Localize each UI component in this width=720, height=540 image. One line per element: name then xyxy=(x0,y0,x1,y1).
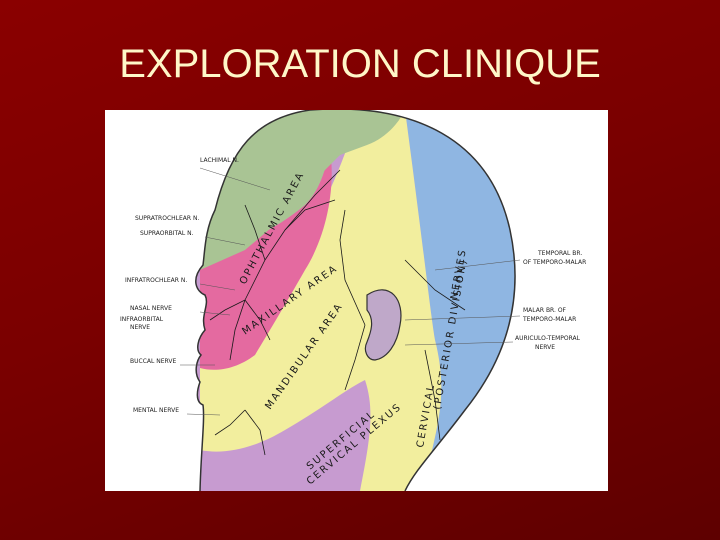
label-infraorbital: INFRAORBITAL xyxy=(120,316,164,323)
label-auriculo-temporal: AURICULO-TEMPORAL xyxy=(515,335,581,342)
label-lacrimal: LACHIMAL N. xyxy=(200,157,239,164)
head-sensory-innervation-figure: OPHTHALMIC AREA MAXILLARY AREA MANDIBULA… xyxy=(105,110,608,491)
label-malar-br: MALAR BR. OF xyxy=(523,307,567,314)
right-labels: TEMPORAL BR. OF TEMPORO-MALAR MALAR BR. … xyxy=(515,250,586,351)
label-malar-br-2: TEMPORO-MALAR xyxy=(522,316,576,323)
label-auriculo-temporal-nerve: NERVE xyxy=(535,344,555,351)
label-nasal: NASAL NERVE xyxy=(130,305,172,312)
label-mental: MENTAL NERVE xyxy=(133,407,179,414)
label-temporal-br: TEMPORAL BR. xyxy=(537,250,582,257)
label-temporal-br-2: OF TEMPORO-MALAR xyxy=(523,259,586,266)
label-supraorbital: SUPRAORBITAL N. xyxy=(140,230,194,237)
label-supratrochlear: SUPRATROCHLEAR N. xyxy=(135,215,199,222)
head-diagram: OPHTHALMIC AREA MAXILLARY AREA MANDIBULA… xyxy=(105,110,608,491)
label-infraorbital-nerve: NERVE xyxy=(130,324,150,331)
label-infratrochlear: INFRATROCHLEAR N. xyxy=(125,277,187,284)
label-buccal: BUCCAL NERVE xyxy=(130,358,176,365)
slide-title: EXPLORATION CLINIQUE xyxy=(0,42,720,87)
